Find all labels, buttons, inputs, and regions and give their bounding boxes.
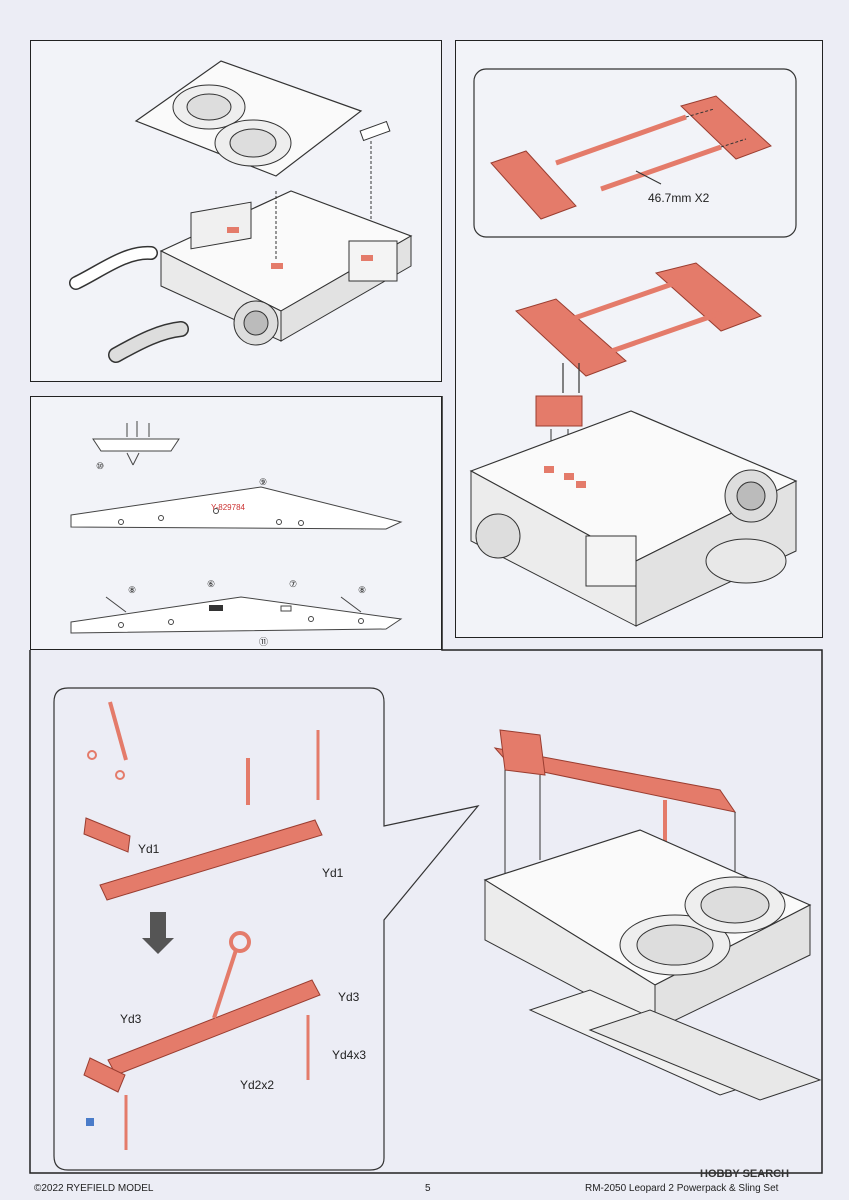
label-yd1-right: Yd1: [322, 866, 344, 880]
callout-11: ⑪: [259, 637, 269, 647]
footer-copyright: ©2022 RYEFIELD MODEL: [34, 1183, 154, 1194]
watermark: HOBBY SEARCH: [700, 1168, 790, 1180]
callout-8-right: ⑧: [358, 585, 367, 595]
label-yd3-right: Yd3: [338, 990, 360, 1004]
step-panel-stand-frame: 46.7mm X2: [455, 40, 823, 638]
label-yd3-left: Yd3: [120, 1012, 142, 1026]
callout-7: ⑦: [289, 579, 298, 589]
label-yd2x2: Yd2x2: [240, 1078, 275, 1092]
stand-frame-drawing: [469, 68, 798, 627]
callout-9: ⑨: [259, 477, 268, 487]
footer-product: RM-2050 Leopard 2 Powerpack & Sling Set: [585, 1183, 779, 1194]
label-yd1-left: Yd1: [138, 842, 160, 856]
engine-assembly-drawing: [69, 60, 413, 363]
label-yd4x3: Yd4x3: [332, 1048, 367, 1062]
sling-parts-drawing: [70, 421, 403, 634]
step-panel-engine-top: [30, 40, 442, 382]
decal-code: Y-829784: [211, 503, 245, 512]
callout-8-left: ⑧: [128, 585, 137, 595]
footer-page-number: 5: [425, 1183, 431, 1194]
callout-10: ⑩: [96, 461, 105, 471]
step-panel-sling-parts: ⑩ ⑨ Y-829784 ⑧ ⑥ ⑦ ⑧ ⑪: [30, 396, 442, 650]
rod-length-label: 46.7mm X2: [648, 191, 710, 205]
callout-6: ⑥: [207, 579, 216, 589]
